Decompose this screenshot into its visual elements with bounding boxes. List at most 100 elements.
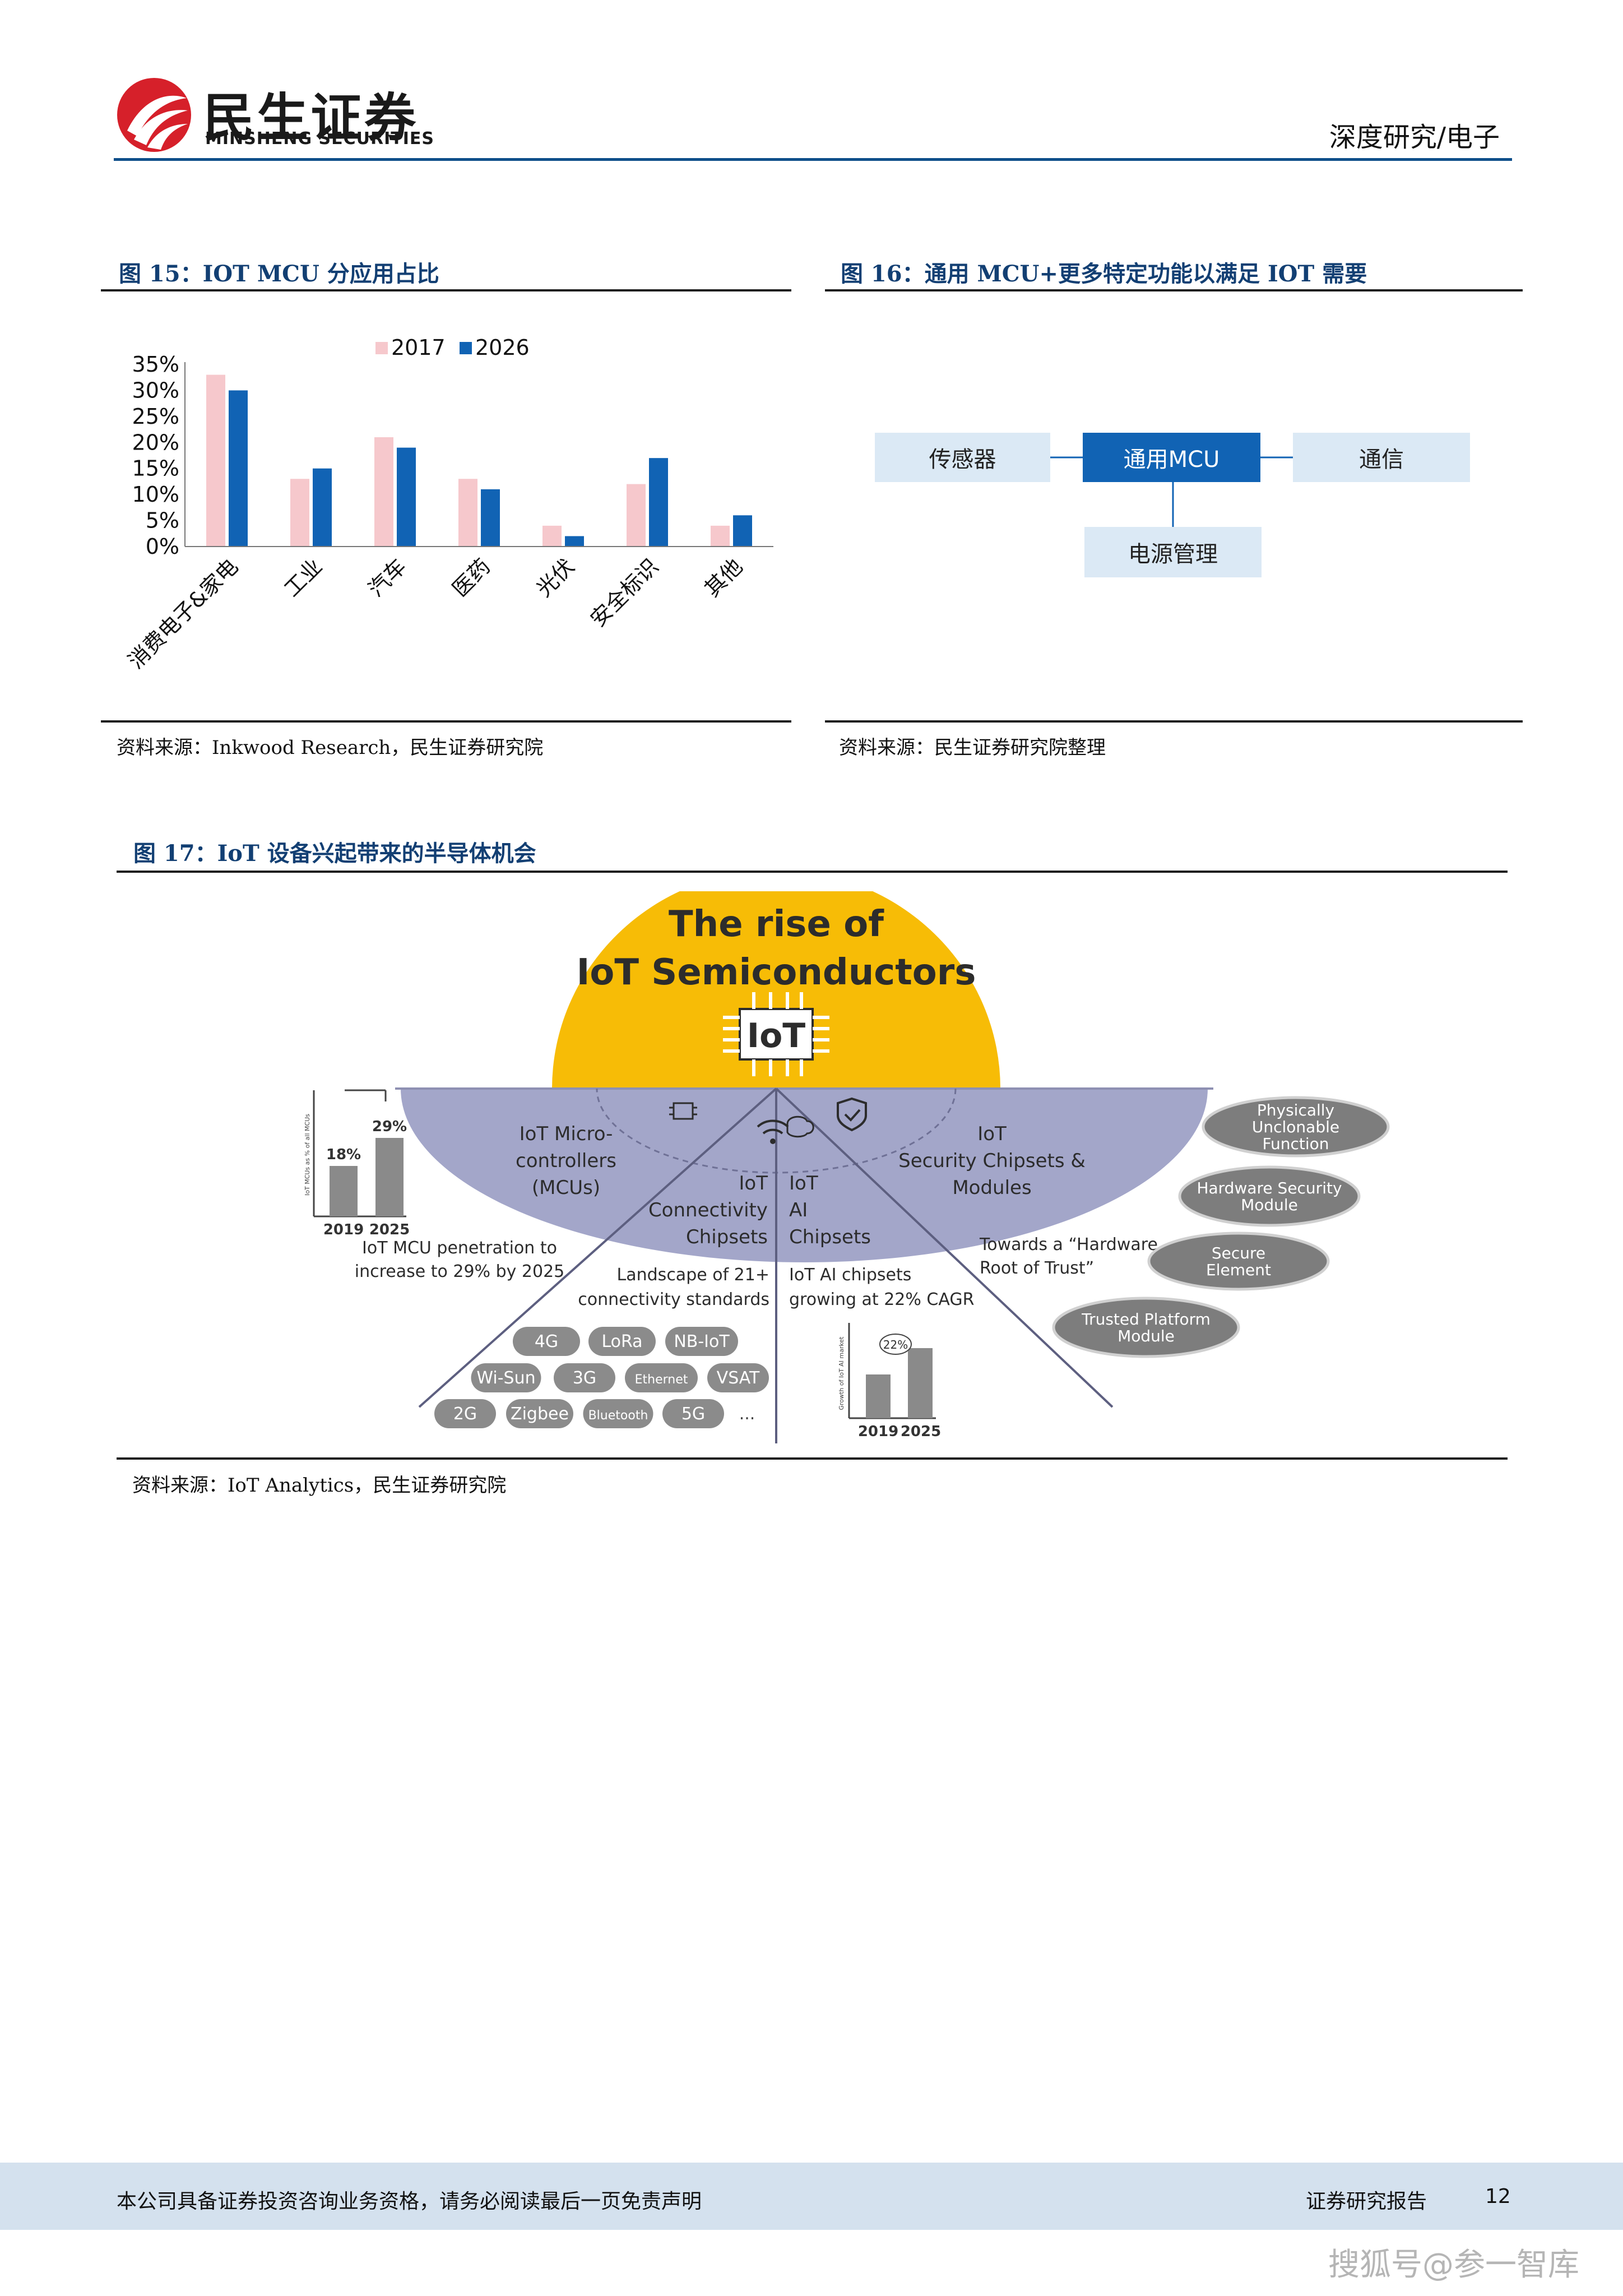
- security-note-line-2: Root of Trust”: [980, 1258, 1094, 1278]
- chart-x-axis: 消费电子&家电工业汽车医药光伏安全标识其他: [123, 546, 773, 674]
- security-pill-label: Module: [1117, 1327, 1175, 1345]
- standard-label: Ethernet: [635, 1373, 688, 1387]
- security-pill-label: Physically: [1257, 1101, 1334, 1119]
- bar-2017-6: [711, 525, 730, 547]
- x-category-label: 安全标识: [586, 554, 664, 632]
- ai-growth-label: 22%: [883, 1338, 908, 1351]
- standard-pill: [583, 1399, 653, 1428]
- security-pill-label: Unclonable: [1252, 1118, 1339, 1136]
- brand-name-cn: 民生证券: [203, 88, 419, 148]
- ai-label-line-1: IoT: [789, 1172, 818, 1195]
- iot-semiconductor-infographic: The rise of IoT Semiconductors IoT: [304, 891, 1390, 1443]
- standard-label: 3G: [573, 1368, 596, 1388]
- standard-label: Bluetooth: [588, 1409, 648, 1423]
- flow-box-sensor: 传感器: [875, 433, 1050, 482]
- fig16-source: 资料来源：民生证券研究院整理: [839, 737, 1106, 759]
- standard-pill: [707, 1363, 769, 1392]
- standard-pill: [588, 1327, 656, 1356]
- standard-pill: [625, 1363, 698, 1392]
- standard-pill: [662, 1399, 724, 1428]
- mcu-label-line-1: IoT Micro-: [520, 1123, 613, 1145]
- security-pill: [1202, 1096, 1390, 1158]
- dome-chip-icon: [669, 1102, 697, 1120]
- y-tick-label: 20%: [132, 430, 179, 455]
- bar-2017-2: [374, 437, 393, 547]
- minsheng-logo: [115, 76, 193, 154]
- standard-label: VSAT: [717, 1368, 760, 1388]
- flow-box-communication: 通信: [1293, 433, 1470, 482]
- bar-2017-1: [290, 479, 309, 547]
- iot-chip-label: IoT: [747, 1016, 806, 1056]
- x-category-label: 医药: [448, 554, 495, 601]
- fig15-bottom-rule: [101, 720, 791, 723]
- fig16-top-rule: [825, 289, 1523, 291]
- mcu-bar-2019-label: 18%: [326, 1146, 361, 1163]
- security-pill-label: Hardware Security: [1197, 1179, 1342, 1197]
- standard-pill: [665, 1327, 738, 1356]
- fig17-top-rule: [117, 871, 1508, 873]
- footer-disclaimer: 本公司具备证券投资咨询业务资格，请务必阅读最后一页免责声明: [117, 2190, 702, 2213]
- bar-2026-1: [313, 468, 332, 547]
- x-category-label: 汽车: [364, 554, 411, 601]
- y-tick-label: 30%: [132, 378, 179, 402]
- ai-note-line-2: growing at 22% CAGR: [789, 1290, 974, 1309]
- y-tick-label: 0%: [146, 534, 179, 559]
- ai-label-line-2: AI: [789, 1199, 808, 1221]
- security-pill-label: Function: [1262, 1135, 1329, 1153]
- mcu-label-line-2: controllers: [516, 1150, 616, 1172]
- security-pill: [1052, 1297, 1240, 1358]
- mcu-bar-2025-label: 29%: [372, 1118, 407, 1135]
- mcu-year-2025: 2025: [369, 1221, 410, 1238]
- security-label-line-2: Security Chipsets &: [898, 1150, 1086, 1172]
- connectivity-note-line-2: connectivity standards: [578, 1290, 769, 1309]
- bar-2017-4: [542, 525, 562, 547]
- security-pill: [1147, 1232, 1330, 1291]
- ai-label-line-3: Chipsets: [789, 1226, 871, 1248]
- flow-connectors: [1050, 456, 1293, 527]
- chart-bars: [206, 374, 752, 547]
- security-label-line-1: IoT: [977, 1123, 1007, 1145]
- sun-title-line-2: IoT Semiconductors: [577, 952, 976, 993]
- mcu-mini-chart: 18% 29% IoT MCUs as % of all MCUs 2019 2…: [304, 1089, 410, 1238]
- flow-box-general-mcu: 通用MCU: [1083, 433, 1260, 482]
- y-tick-label: 15%: [132, 456, 179, 481]
- fig16-bottom-rule: [825, 720, 1523, 723]
- mcu-note-line-1: IoT MCU penetration to: [362, 1238, 557, 1258]
- connectivity-label-line-3: Chipsets: [686, 1226, 768, 1248]
- bar-2026-3: [481, 489, 500, 547]
- standard-label: 2G: [453, 1404, 477, 1424]
- x-category-label: 其他: [700, 554, 748, 601]
- sun-shape: [552, 891, 1000, 1089]
- legend-swatch-2017: [375, 342, 388, 354]
- security-pill-label: Secure: [1212, 1244, 1265, 1262]
- chart-y-axis: 0%5%10%15%20%25%30%35%: [132, 352, 186, 559]
- dome-shape: [401, 1089, 1208, 1262]
- page-number: 12: [1485, 2185, 1511, 2208]
- fig16-title: 图 16：通用 MCU+更多特定功能以满足 IOT 需要: [841, 261, 1367, 287]
- ai-mini-axis-label: Growth of IoT AI market: [838, 1336, 845, 1410]
- ai-year-2019: 2019: [858, 1423, 898, 1440]
- security-pill-label: Module: [1241, 1196, 1298, 1214]
- fig15-source: 资料来源：Inkwood Research，民生证券研究院: [117, 737, 544, 759]
- standard-label: 4G: [535, 1332, 558, 1351]
- connectivity-label-line-2: Connectivity: [648, 1199, 768, 1221]
- legend-swatch-2026: [460, 342, 472, 354]
- standard-pill: [513, 1327, 580, 1356]
- bar-2026-6: [733, 515, 752, 547]
- security-label-line-3: Modules: [952, 1177, 1031, 1199]
- bar-2017-5: [627, 484, 646, 547]
- x-category-label: 消费电子&家电: [123, 554, 243, 673]
- brand-name-en: MINSHENG SECURITIES: [205, 129, 434, 149]
- ai-bar-2019: [866, 1374, 891, 1418]
- connectivity-label-line-1: IoT: [739, 1172, 768, 1195]
- bar-2026-5: [649, 458, 668, 547]
- standard-label: 5G: [681, 1404, 705, 1424]
- fig17-bottom-rule: [117, 1457, 1508, 1460]
- mcu-label-line-3: (MCUs): [532, 1177, 600, 1199]
- standard-label: NB-IoT: [674, 1332, 730, 1351]
- standard-pill: [554, 1363, 615, 1392]
- mcu-bar-2025: [375, 1138, 404, 1216]
